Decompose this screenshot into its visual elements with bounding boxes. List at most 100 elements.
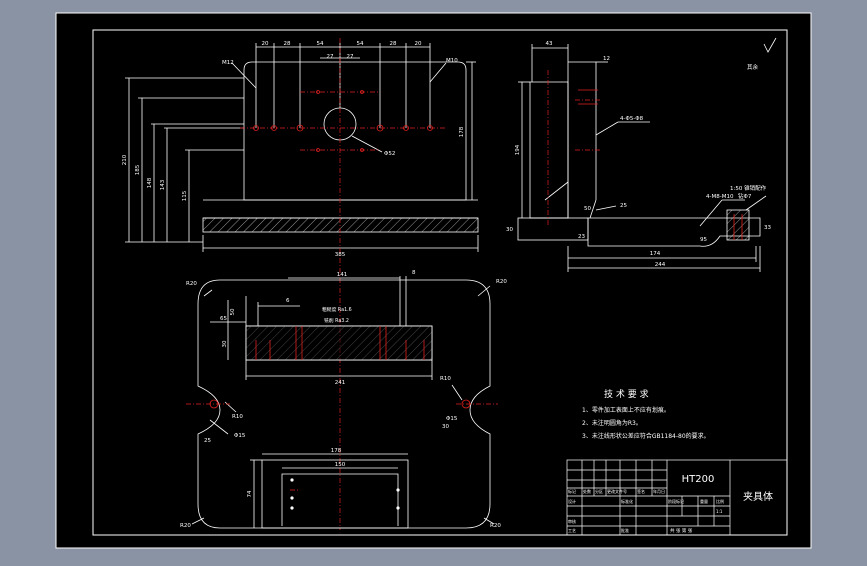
row-label-1: 标记 — [568, 488, 576, 494]
field-approve: 批准 — [621, 527, 629, 533]
plan-dim-8: 8 — [412, 270, 416, 276]
field-scale: 比例 — [716, 498, 724, 504]
front-view-holes — [253, 90, 433, 152]
plan-dim-30: 30 — [222, 340, 228, 347]
front-view — [125, 43, 479, 252]
plan-label-phi15-l: Φ15 — [234, 433, 246, 439]
inner-frame — [92, 29, 788, 536]
field-weight: 重量 — [700, 498, 708, 504]
plan-dim-6: 6 — [286, 298, 290, 304]
roughness-symbol — [763, 37, 777, 53]
side-dim-50: 50 — [584, 206, 591, 212]
tech-req-item-2: 2、未注明圆角为R3。 — [582, 419, 642, 427]
plan-r-tr: R20 — [496, 279, 507, 285]
dim-top-2: 28 — [284, 41, 291, 47]
side-dim-194: 194 — [515, 144, 521, 155]
side-view-details — [578, 89, 743, 240]
dim-bottom: 385 — [335, 252, 346, 258]
role-design: 设计 — [568, 498, 576, 504]
label-m12: M12 — [222, 60, 234, 66]
plan-label-r10-r: R10 — [440, 376, 451, 382]
dim-inner-2: 27 — [347, 54, 354, 60]
drawing-sheet — [56, 13, 811, 548]
front-view-centers — [240, 38, 446, 530]
row-label-3: 分区 — [595, 488, 603, 494]
side-note-a: 4-M8-M10 — [706, 194, 734, 200]
plan-view-text: R20 R20 R20 R20 141 8 65 6 50 30 241 178… — [180, 270, 507, 529]
plan-label-r10-l: R10 — [232, 414, 243, 420]
dim-top-6: 20 — [415, 41, 422, 47]
dim-left-4: 143 — [160, 179, 166, 190]
material-label: HT200 — [682, 474, 715, 485]
row-label-6: 年月日 — [653, 488, 665, 494]
side-note-holes: 4-Φ5-Φ8 — [620, 116, 644, 122]
side-dim-33: 33 — [764, 225, 771, 231]
side-dim-25: 25 — [620, 203, 627, 209]
row-label-2: 处数 — [583, 488, 591, 494]
label-rest: 其余 — [747, 63, 759, 71]
role-review: 审核 — [568, 518, 576, 524]
field-standard: 标准化 — [621, 498, 633, 504]
dim-left-2: 185 — [135, 164, 141, 175]
title-block — [566, 459, 788, 536]
role-process: 工艺 — [568, 528, 576, 533]
dim-top-5: 28 — [390, 41, 397, 47]
tech-req-item-3: 3、未注线形状公差应符合GB1184-80的要求。 — [582, 432, 710, 440]
plan-label-30: 30 — [442, 424, 449, 430]
side-note-c: 钻Φ7 — [738, 192, 752, 200]
side-dim-95: 95 — [700, 237, 707, 243]
scale-value: 1:1 — [716, 509, 723, 514]
plan-view-centers — [186, 403, 498, 491]
side-dim-12: 12 — [603, 56, 610, 62]
side-dim-23: 23 — [578, 234, 585, 240]
tech-req-title: 技 术 要 求 — [604, 388, 649, 400]
plan-dim-74: 74 — [247, 490, 253, 497]
dim-left-1: 210 — [122, 154, 128, 165]
sheet-info: 共 张 第 张 — [670, 527, 693, 534]
dim-left-3: 148 — [147, 177, 153, 188]
tech-requirements: 技 术 要 求 1、零件加工表面上不应有划痕。 2、未注明圆角为R3。 3、未注… — [582, 388, 710, 440]
part-name-label: 夹具体 — [743, 490, 773, 503]
dim-right: 178 — [459, 126, 465, 137]
plan-view — [191, 276, 495, 529]
row-label-4: 更改文件号 — [607, 488, 627, 494]
dim-left-5: 115 — [182, 190, 188, 201]
dim-top-1: 20 — [262, 41, 269, 47]
title-block-text: HT200 夹具体 标记 处数 分区 更改文件号 签名 年月日 设计 审核 工艺… — [568, 474, 773, 534]
side-view — [517, 44, 767, 272]
plan-dim-50: 50 — [230, 308, 236, 315]
label-phi52: Φ52 — [384, 151, 395, 157]
side-view-text: 43 12 4-Φ5-Φ8 194 30 174 244 4-M8-M10 1:… — [506, 41, 771, 268]
front-view-text: 20 28 54 54 28 20 27 27 M12 M10 Φ52 210 … — [122, 41, 465, 258]
plan-view-holes — [209, 326, 471, 409]
outer-frame — [55, 12, 812, 549]
tech-req-item-1: 1、零件加工表面上不应有划痕。 — [582, 406, 670, 414]
dim-top-3: 54 — [317, 41, 324, 47]
row-label-5: 签名 — [637, 488, 645, 494]
side-dim-174: 174 — [650, 251, 661, 257]
plan-dim-150: 150 — [335, 462, 346, 468]
plan-dim-141: 141 — [337, 272, 348, 278]
plan-r-tl: R20 — [186, 281, 197, 287]
side-note-b: 1:50 锥销配作 — [730, 184, 767, 192]
plan-r-bl: R20 — [180, 523, 191, 529]
dim-top-4: 54 — [357, 41, 364, 47]
plan-label-25: 25 — [204, 438, 211, 444]
plan-dim-65: 65 — [220, 316, 227, 322]
plan-r-br: R20 — [490, 523, 501, 529]
plan-dim-241: 241 — [335, 380, 346, 386]
plan-view-markers — [290, 478, 400, 510]
side-dim-244: 244 — [655, 262, 666, 268]
plan-callout-1: 粗糙度 Ra1.6 — [322, 306, 352, 313]
side-dim-43: 43 — [546, 41, 553, 47]
plan-dim-178: 178 — [331, 448, 342, 454]
field-stage: 阶段标记 — [668, 498, 684, 504]
side-dim-30: 30 — [506, 227, 513, 233]
label-m10: M10 — [446, 58, 458, 64]
dim-inner-1: 27 — [327, 54, 334, 60]
plan-label-phi15-r: Φ15 — [446, 416, 458, 422]
plan-callout-2: 铣削 Ra3.2 — [324, 317, 349, 324]
side-view-centers — [547, 70, 600, 225]
